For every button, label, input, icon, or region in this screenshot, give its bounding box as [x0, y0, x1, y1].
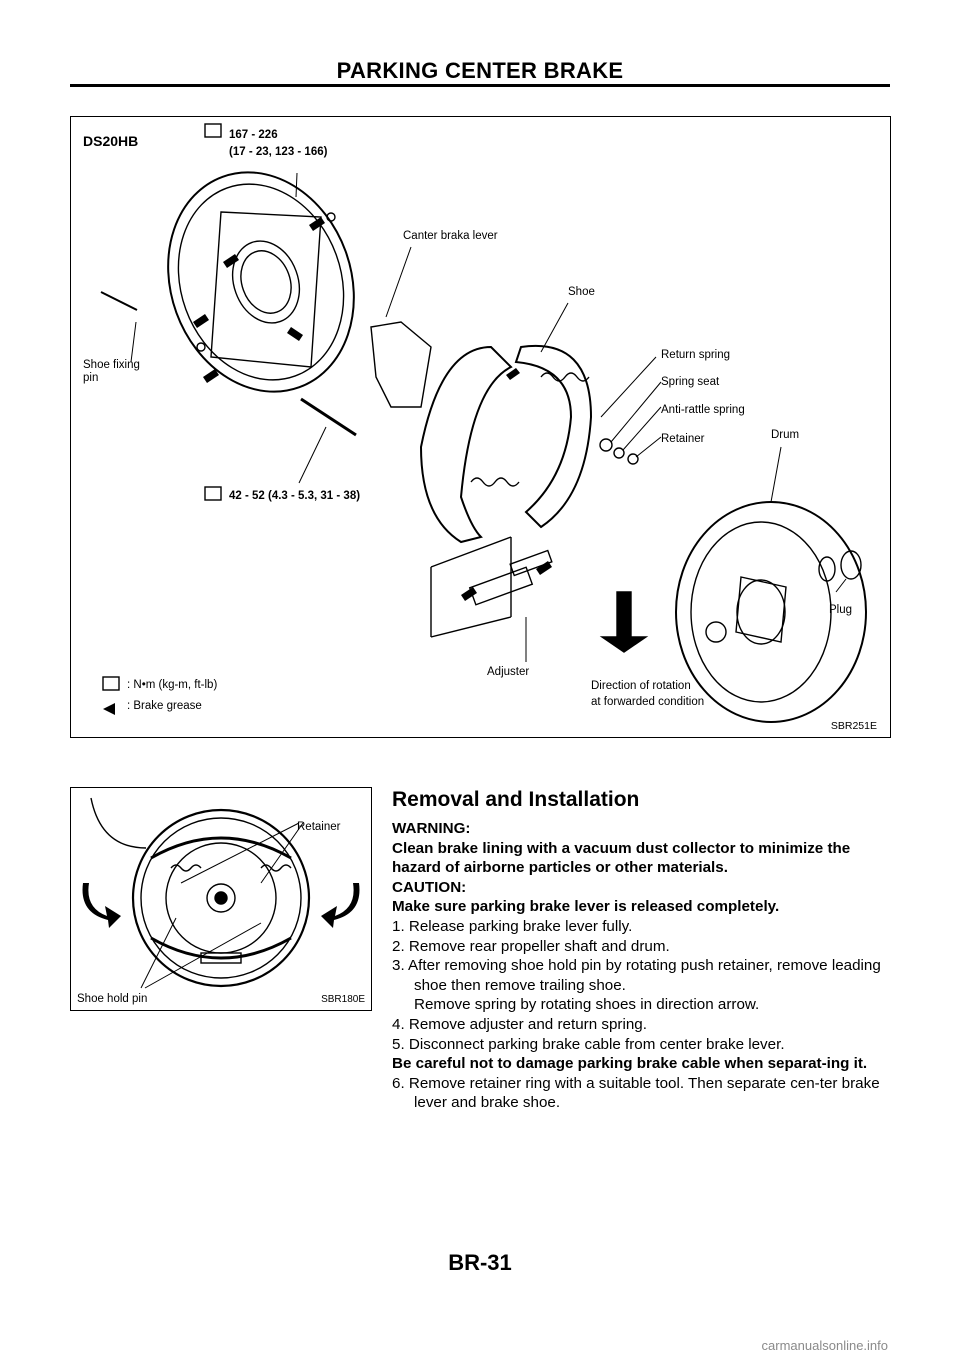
- figure1-code: SBR251E: [831, 720, 877, 732]
- label-shoe-fixing-pin-1: Shoe fixing: [83, 359, 140, 371]
- figure2-code: SBR180E: [321, 994, 365, 1005]
- warning-heading: WARNING:: [392, 820, 471, 837]
- step-1: 1. Release parking brake lever fully.: [392, 917, 633, 935]
- exploded-view-figure: DS20HB 167 - 226 (17 - 23, 123 - 166) Ca…: [70, 116, 891, 738]
- fig2-label-shoe-hold-pin: Shoe hold pin: [77, 993, 147, 1005]
- label-center-lever: Canter braka lever: [403, 230, 498, 242]
- step-2: 2. Remove rear propeller shaft and drum.: [392, 937, 670, 955]
- section-title: Removal and Installation: [392, 788, 640, 811]
- careful-note: Be careful not to damage parking brake c…: [392, 1055, 868, 1073]
- torque-top-line1: 167 - 226: [229, 129, 278, 141]
- step-3: 3. After removing shoe hold pin by rotat…: [392, 957, 881, 994]
- label-direction-1: Direction of rotation: [591, 680, 691, 692]
- torque-bottom: 42 - 52 (4.3 - 5.3, 31 - 38): [229, 490, 360, 502]
- warning-text: Clean brake lining with a vacuum dust co…: [392, 839, 851, 877]
- legend-torque-units: : N•m (kg-m, ft-lb): [127, 679, 217, 691]
- label-return-spring: Return spring: [661, 349, 730, 361]
- assembled-brake-drawing: Retainer Shoe hold pin SBR180E: [77, 797, 365, 1005]
- step-4: 4. Remove adjuster and return spring.: [392, 1015, 647, 1033]
- step-5: 5. Disconnect parking brake cable from c…: [392, 1035, 785, 1053]
- fig2-label-retainer: Retainer: [297, 821, 341, 833]
- label-drum: Drum: [771, 429, 799, 441]
- assembled-brake-figure: Retainer Shoe hold pin SBR180E: [70, 787, 372, 1011]
- label-spring-seat: Spring seat: [661, 376, 720, 388]
- label-plug: Plug: [829, 604, 852, 616]
- label-retainer: Retainer: [661, 433, 705, 445]
- label-shoe: Shoe: [568, 286, 595, 298]
- exploded-view-drawing: DS20HB 167 - 226 (17 - 23, 123 - 166) Ca…: [83, 123, 877, 732]
- label-anti-rattle-spring: Anti-rattle spring: [661, 404, 745, 416]
- step-6: 6. Remove retainer ring with a suitable …: [392, 1074, 880, 1112]
- label-shoe-fixing-pin-2: pin: [83, 372, 98, 384]
- section-body: WARNING: Clean brake lining with a vacuu…: [392, 819, 890, 1113]
- model-label: DS20HB: [83, 133, 138, 149]
- page-header-title: PARKING CENTER BRAKE: [336, 58, 624, 83]
- header-rule: [70, 84, 890, 87]
- page-number: BR-31: [448, 1250, 512, 1275]
- torque-top-line2: (17 - 23, 123 - 166): [229, 146, 328, 158]
- caution-heading: CAUTION:: [392, 878, 467, 896]
- legend-brake-grease: : Brake grease: [127, 700, 202, 712]
- label-adjuster: Adjuster: [487, 666, 529, 678]
- step-3-continued: Remove spring by rotating shoes in direc…: [414, 996, 760, 1014]
- label-direction-2: at forwarded condition: [591, 696, 704, 708]
- caution-text: Make sure parking brake lever is release…: [392, 898, 780, 916]
- watermark: carmanualsonline.info: [761, 1338, 888, 1353]
